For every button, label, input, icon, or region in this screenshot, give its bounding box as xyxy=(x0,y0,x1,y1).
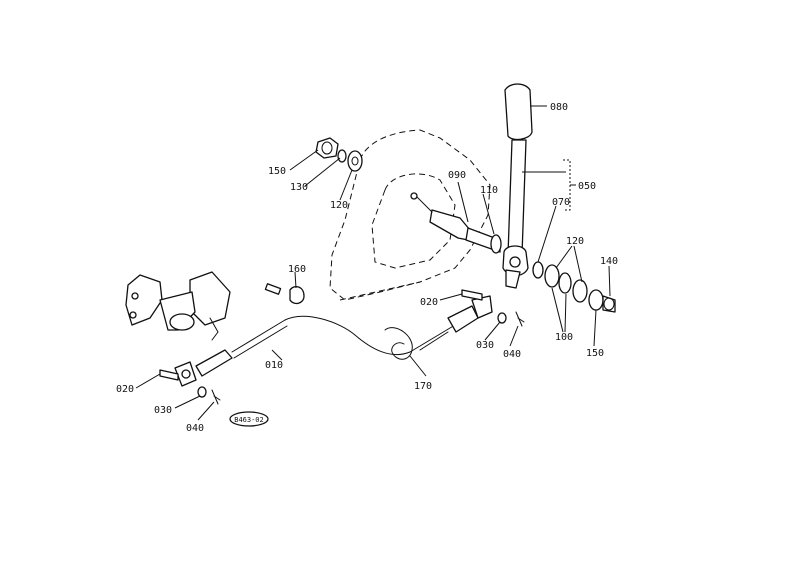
label-030-right: 030 xyxy=(476,340,494,351)
label-010: 010 xyxy=(265,360,283,371)
label-170: 170 xyxy=(414,381,432,392)
label-080: 080 xyxy=(550,102,568,113)
label-040-left: 040 xyxy=(186,423,204,434)
mounting-bracket xyxy=(125,271,231,341)
upper-hardware xyxy=(315,137,363,172)
figure-code: B463-02 xyxy=(234,416,264,424)
label-040-right: 040 xyxy=(503,349,521,360)
housing-outline xyxy=(329,129,491,301)
label-030-left: 030 xyxy=(154,405,172,416)
label-110: 110 xyxy=(480,185,498,196)
label-160: 160 xyxy=(288,264,306,275)
pivot-shaft xyxy=(410,192,502,254)
part-labels: 080 050 150 130 120 090 110 070 120 140 … xyxy=(116,102,618,434)
cable-clamp xyxy=(264,283,305,305)
lever-assembly xyxy=(502,83,533,289)
label-120-lower: 120 xyxy=(566,236,584,247)
label-050: 050 xyxy=(578,181,596,192)
label-150-lower: 150 xyxy=(586,348,604,359)
label-100: 100 xyxy=(555,332,573,343)
label-090: 090 xyxy=(448,170,466,181)
label-070: 070 xyxy=(552,197,570,208)
control-cable xyxy=(174,295,493,387)
label-130: 130 xyxy=(290,182,308,193)
label-140: 140 xyxy=(600,256,618,267)
label-120-upper: 120 xyxy=(330,200,348,211)
label-150-upper: 150 xyxy=(268,166,286,177)
figure-code-stamp: B463-02 xyxy=(229,411,269,427)
label-020-right: 020 xyxy=(420,297,438,308)
label-020-left: 020 xyxy=(116,384,134,395)
washer-stack xyxy=(532,261,616,313)
snap-clip xyxy=(384,327,413,360)
leader-lines xyxy=(135,105,611,421)
